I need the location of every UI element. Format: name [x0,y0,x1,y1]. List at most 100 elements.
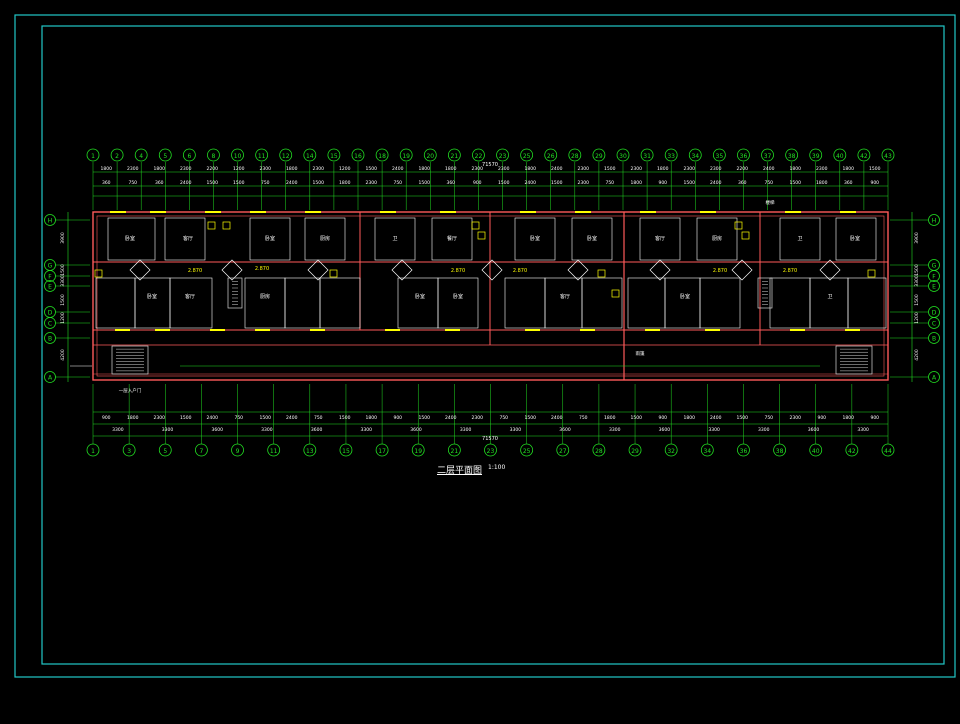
dimension-text: 1500 [737,415,749,421]
axis-label: 22 [475,153,483,160]
dimension-text: 1500 [498,180,510,186]
axis-label: 39 [812,153,820,160]
axis-label: 8 [212,153,216,160]
axis-bubble [928,280,940,292]
dimension-text: 1800 [631,180,643,186]
dimension-text: 1500 [366,166,378,172]
axis-label: 31 [643,153,651,160]
axis-label: 7 [199,448,203,455]
dimension-text: 3600 [211,427,223,433]
axis-label: 35 [716,153,724,160]
fixture [94,269,103,278]
axis-label: 1 [91,153,95,160]
dimension-text: 3300 [708,427,720,433]
dimension-text: 2200 [207,166,219,172]
dimension-text: 360 [738,180,747,186]
axis-bubble [556,443,570,457]
axis-label: 40 [812,448,820,455]
drawing-title: 二层平面图 [437,466,483,476]
axis-label: 23 [487,448,495,455]
axis-label: 34 [691,153,699,160]
dimension-text: 2300 [578,166,590,172]
room-outline [571,217,613,261]
dimension-text: 3600 [410,427,422,433]
room-outline [581,277,623,329]
axis-label: 43 [884,153,892,160]
axis-bubble [628,443,642,457]
dimension-text: 2300 [472,415,484,421]
dimension-text: 1800 [154,166,166,172]
axis-bubble [411,443,425,457]
drawing-scale: 1:100 [488,464,506,471]
axis-bubble [640,148,654,162]
stair-outline [111,345,149,375]
axis-bubble [496,148,509,162]
dimension-text: 2400 [763,166,775,172]
dimension-text: 3600 [311,427,323,433]
room-label: 卧室 [453,293,463,300]
axis-label: 3 [127,448,131,455]
axis-bubble [134,148,148,162]
level-mark: 2.870 [513,268,527,274]
axis-bubble [712,148,726,162]
axis-label: 26 [547,153,555,160]
room-outline [769,277,811,329]
axis-bubble [303,148,317,162]
axis-label: 42 [860,153,868,160]
dimension-text: 1500 [684,180,696,186]
dimension-text: 2300 [578,180,590,186]
column-mark [731,259,753,281]
axis-bubble [447,443,461,457]
axis-label: G [932,263,937,270]
dimension-text: 2400 [392,166,404,172]
axis-bubble [339,443,353,457]
axis-label: C [48,321,52,328]
room-outline [835,217,877,261]
axis-label: 4 [139,153,143,160]
axis-label: 28 [595,448,603,455]
dimension-text: 750 [393,180,402,186]
axis-label: C [932,321,936,328]
fixture [734,221,743,230]
axis-label: 42 [848,448,856,455]
dimension-text: 360 [446,180,455,186]
dimension-text: 2400 [286,415,298,421]
dimension-text: 3300 [510,427,522,433]
dimension-text: 3600 [559,427,571,433]
dimension-text: 3300 [361,427,373,433]
axis-label: 21 [451,153,459,160]
dimension-text: 1800 [657,166,669,172]
axis-label: A [932,375,937,382]
room-outline [397,277,439,329]
axis-bubble [568,148,582,162]
axis-label: E [932,284,936,291]
dimension-text: 3900 [914,232,920,244]
axis-label: 38 [776,448,784,455]
dimension-text: 2200 [737,166,749,172]
stair-outline [835,345,873,375]
axis-bubble [472,148,485,162]
dimension-text: 3300 [914,275,920,287]
room-label: 卧室 [125,235,135,242]
axis-bubble [195,443,208,457]
axis-bubble [86,148,100,162]
axis-label: 15 [330,153,338,160]
axis-bubble [833,148,847,162]
axis-bubble [928,332,940,344]
axis-label: 34 [703,448,711,455]
room-outline [544,277,583,329]
dimension-text: 900 [658,415,667,421]
axis-label: B [932,336,936,343]
axis-label: F [48,274,52,281]
room-label: 客厅 [185,293,195,300]
dimension-text: 4200 [914,349,920,361]
dimension-text: 2300 [631,166,643,172]
room-outline [244,277,286,329]
axis-bubble [664,443,678,457]
axis-bubble [44,332,56,344]
dimension-text: 750 [764,180,773,186]
axis-label: B [48,336,52,343]
dimension-text: 2300 [180,166,192,172]
